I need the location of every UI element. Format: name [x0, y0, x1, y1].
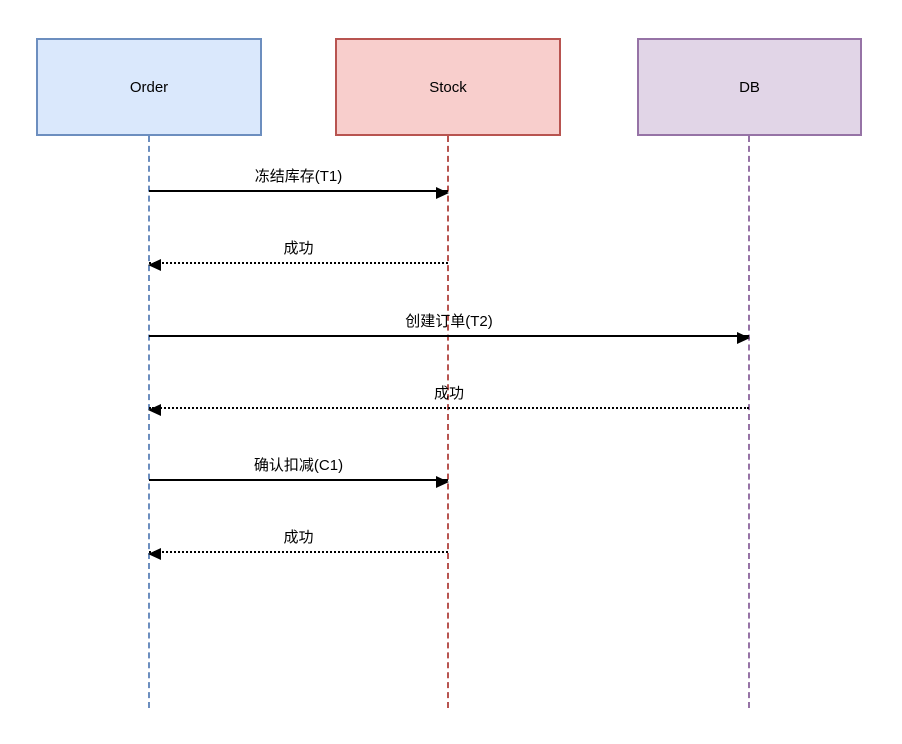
message-label: 成功	[433, 385, 464, 402]
participant-label-stock: Stock	[429, 78, 467, 96]
message-label: 成功	[283, 240, 314, 257]
message-confirm-deduct-c1: 确认扣减(C1)	[149, 451, 449, 488]
arrowhead-icon	[148, 548, 161, 560]
message-create-order-t2: 创建订单(T2)	[149, 307, 750, 344]
participant-label-db: DB	[739, 78, 760, 96]
participant-box-db: DB	[637, 38, 862, 136]
arrowhead-icon	[436, 187, 449, 199]
message-success-reply-1: 成功	[148, 234, 448, 271]
lifeline-order	[148, 136, 150, 708]
participant-box-stock: Stock	[335, 38, 561, 136]
participant-label-order: Order	[129, 78, 169, 96]
message-success-reply-2: 成功	[148, 379, 749, 416]
message-arrow-line	[149, 187, 449, 199]
arrowhead-icon	[148, 259, 161, 271]
message-label: 冻结库存(T1)	[254, 168, 343, 185]
arrowhead-icon	[148, 404, 161, 416]
message-arrow-line	[148, 404, 749, 416]
message-arrow-line	[149, 332, 750, 344]
message-arrow-line	[149, 476, 449, 488]
message-arrow-line	[148, 548, 448, 560]
arrowhead-icon	[737, 332, 750, 344]
message-label: 成功	[283, 529, 314, 546]
participant-box-order: Order	[36, 38, 262, 136]
message-label: 确认扣减(C1)	[253, 457, 344, 474]
arrowhead-icon	[436, 476, 449, 488]
message-success-reply-3: 成功	[148, 523, 448, 560]
message-label: 创建订单(T2)	[405, 313, 493, 330]
message-arrow-line	[148, 259, 448, 271]
lifeline-db	[748, 136, 750, 708]
lifeline-stock	[447, 136, 449, 708]
message-freeze-stock-t1: 冻结库存(T1)	[149, 162, 449, 199]
